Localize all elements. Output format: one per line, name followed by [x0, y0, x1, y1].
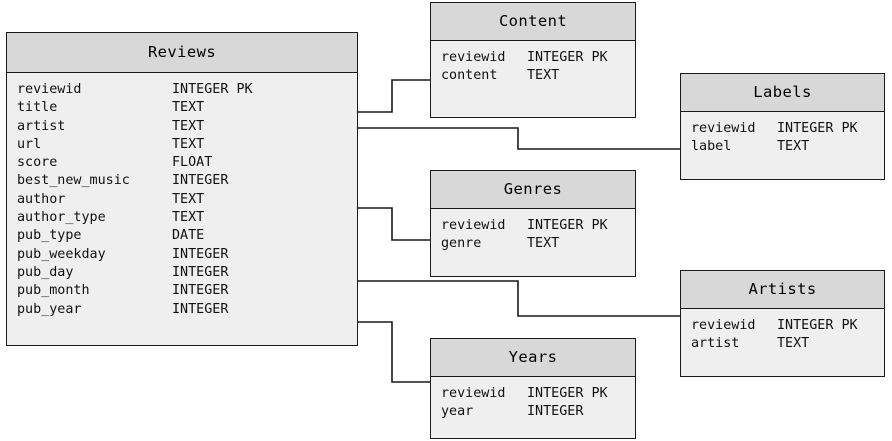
field-row: best_new_music INTEGER	[7, 172, 357, 190]
field-row: reviewid INTEGER PK	[7, 81, 357, 99]
field-name: reviewid	[441, 50, 506, 65]
field-type: INTEGER PK	[527, 50, 608, 65]
field-name: year	[441, 404, 474, 420]
field-type: TEXT	[172, 100, 205, 116]
field-name: pub_day	[17, 264, 74, 280]
field-type: INTEGER	[172, 301, 229, 317]
field-name: reviewid	[441, 218, 506, 233]
field-name: author_type	[17, 210, 106, 226]
connector-reviews-genres	[358, 207, 430, 241]
entity-table-labels[interactable]: Labels reviewid INTEGER PK label TEXT	[680, 73, 885, 180]
field-type: TEXT	[172, 210, 205, 226]
field-name: artist	[691, 336, 740, 352]
field-row: pub_day INTEGER	[7, 264, 357, 282]
field-type: TEXT	[172, 118, 205, 134]
entity-title-artists: Artists	[681, 271, 884, 309]
field-type: TEXT	[777, 336, 810, 352]
field-name: reviewid	[17, 82, 82, 97]
entity-fields-artists: reviewid INTEGER PK artist TEXT	[681, 309, 884, 376]
field-row: reviewid INTEGER PK	[681, 317, 884, 335]
field-name: pub_weekday	[17, 246, 106, 262]
entity-fields-labels: reviewid INTEGER PK label TEXT	[681, 112, 884, 179]
entity-table-artists[interactable]: Artists reviewid INTEGER PK artist TEXT	[680, 270, 885, 377]
field-row: reviewid INTEGER PK	[681, 120, 884, 138]
field-type: TEXT	[777, 139, 810, 155]
field-type: INTEGER	[172, 264, 229, 280]
field-type: INTEGER PK	[777, 121, 858, 136]
field-row: artist TEXT	[7, 118, 357, 136]
field-name: reviewid	[691, 318, 756, 333]
field-row: pub_year INTEGER	[7, 301, 357, 319]
entity-title-content: Content	[431, 3, 635, 41]
entity-fields-years: reviewid INTEGER PK year INTEGER	[431, 377, 635, 438]
entity-table-content[interactable]: Content reviewid INTEGER PK content TEXT	[430, 2, 636, 118]
field-type: TEXT	[527, 236, 560, 252]
entity-title-genres: Genres	[431, 171, 635, 209]
field-row: genre TEXT	[431, 235, 635, 253]
entity-table-years[interactable]: Years reviewid INTEGER PK year INTEGER	[430, 338, 636, 439]
field-name: score	[17, 155, 58, 171]
field-type: DATE	[172, 228, 205, 244]
connector-reviews-labels	[358, 127, 680, 150]
field-row: content TEXT	[431, 67, 635, 85]
field-name: pub_type	[17, 228, 82, 244]
field-row: score FLOAT	[7, 154, 357, 172]
field-name: pub_year	[17, 301, 82, 317]
field-row: pub_type DATE	[7, 227, 357, 245]
entity-fields-genres: reviewid INTEGER PK genre TEXT	[431, 209, 635, 276]
field-type: INTEGER PK	[527, 218, 608, 233]
entity-fields-reviews: reviewid INTEGER PK title TEXT artist TE…	[7, 73, 357, 345]
field-type: TEXT	[172, 136, 205, 152]
entity-table-genres[interactable]: Genres reviewid INTEGER PK genre TEXT	[430, 170, 636, 277]
field-row: pub_weekday INTEGER	[7, 246, 357, 264]
field-type: INTEGER	[172, 246, 229, 262]
field-type: INTEGER PK	[172, 82, 253, 97]
field-type: INTEGER	[527, 404, 584, 420]
field-row: label TEXT	[681, 138, 884, 156]
field-type: INTEGER PK	[527, 386, 608, 401]
field-name: title	[17, 100, 58, 116]
field-row: url TEXT	[7, 136, 357, 154]
field-name: artist	[17, 118, 66, 134]
field-row: reviewid INTEGER PK	[431, 49, 635, 67]
field-row: reviewid INTEGER PK	[431, 385, 635, 403]
field-row: title TEXT	[7, 99, 357, 117]
connector-reviews-content	[358, 79, 430, 113]
field-name: reviewid	[691, 121, 756, 136]
field-type: FLOAT	[172, 155, 213, 171]
field-type: TEXT	[172, 191, 205, 207]
field-type: INTEGER	[172, 283, 229, 299]
field-name: content	[441, 68, 498, 84]
field-type: INTEGER	[172, 173, 229, 189]
field-name: genre	[441, 236, 482, 252]
field-name: best_new_music	[17, 173, 130, 189]
field-name: author	[17, 191, 66, 207]
connector-reviews-artists	[358, 280, 680, 317]
entity-title-reviews: Reviews	[7, 33, 357, 73]
field-row: author_type TEXT	[7, 209, 357, 227]
field-name: label	[691, 139, 732, 155]
field-row: artist TEXT	[681, 335, 884, 353]
entity-table-reviews[interactable]: Reviews reviewid INTEGER PK title TEXT a…	[6, 32, 358, 346]
field-row: reviewid INTEGER PK	[431, 217, 635, 235]
field-name: pub_month	[17, 283, 90, 299]
field-name: url	[17, 136, 42, 152]
field-row: pub_month INTEGER	[7, 282, 357, 300]
entity-title-labels: Labels	[681, 74, 884, 112]
field-row: year INTEGER	[431, 403, 635, 421]
entity-fields-content: reviewid INTEGER PK content TEXT	[431, 41, 635, 117]
field-type: INTEGER PK	[777, 318, 858, 333]
connector-reviews-years	[358, 321, 430, 383]
field-row: author TEXT	[7, 191, 357, 209]
entity-title-years: Years	[431, 339, 635, 377]
field-type: TEXT	[527, 68, 560, 84]
field-name: reviewid	[441, 386, 506, 401]
